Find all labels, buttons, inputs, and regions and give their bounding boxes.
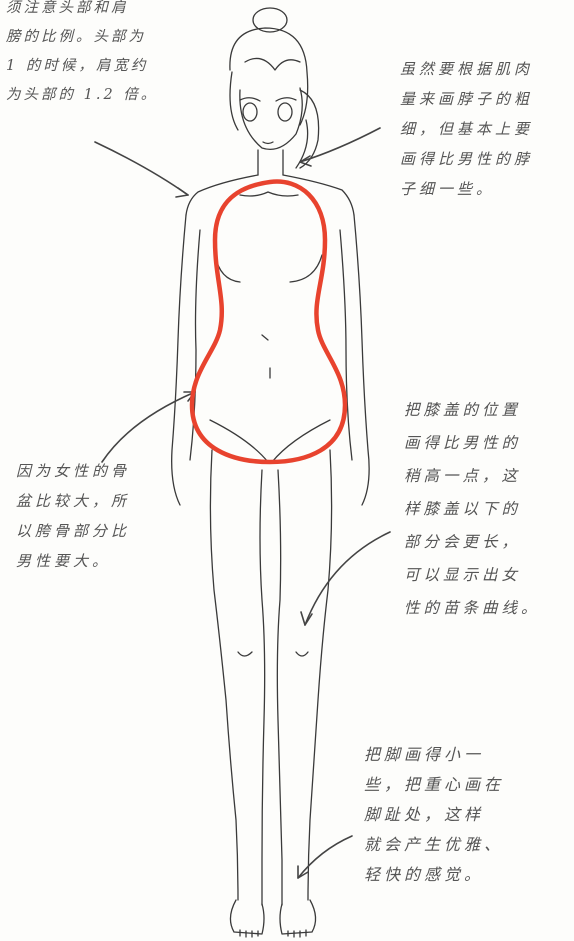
shoulder-proportion-note: 须注意头部和肩 膀的比例。头部为 1 的时候，肩宽约 为头部的 1.2 倍。 — [6, 0, 159, 103]
legs-drawing — [209, 449, 333, 938]
torso-drawing — [171, 149, 370, 506]
knee-position-note: 把膝盖的位置 画得比男性的 稍高一点，这 样膝盖以下的 部分会更长， 可以显示出… — [404, 401, 541, 617]
neck-thickness-note: 虽然要根据肌肉 量来画脖子的粗 细，但基本上要 画得比男性的脖 子细一些。 — [400, 60, 534, 198]
torso-highlight-outline — [189, 179, 348, 465]
pointer-arrows — [94, 127, 391, 879]
foot-size-note: 把脚画得小一 些，把重心画在 脚趾处，这样 就会产生优雅、 轻快的感觉。 — [364, 745, 505, 884]
hip-width-note: 因为女性的骨 盆比较大，所 以胯骨部分比 男性要大。 — [16, 462, 131, 570]
head-drawing — [229, 7, 320, 169]
